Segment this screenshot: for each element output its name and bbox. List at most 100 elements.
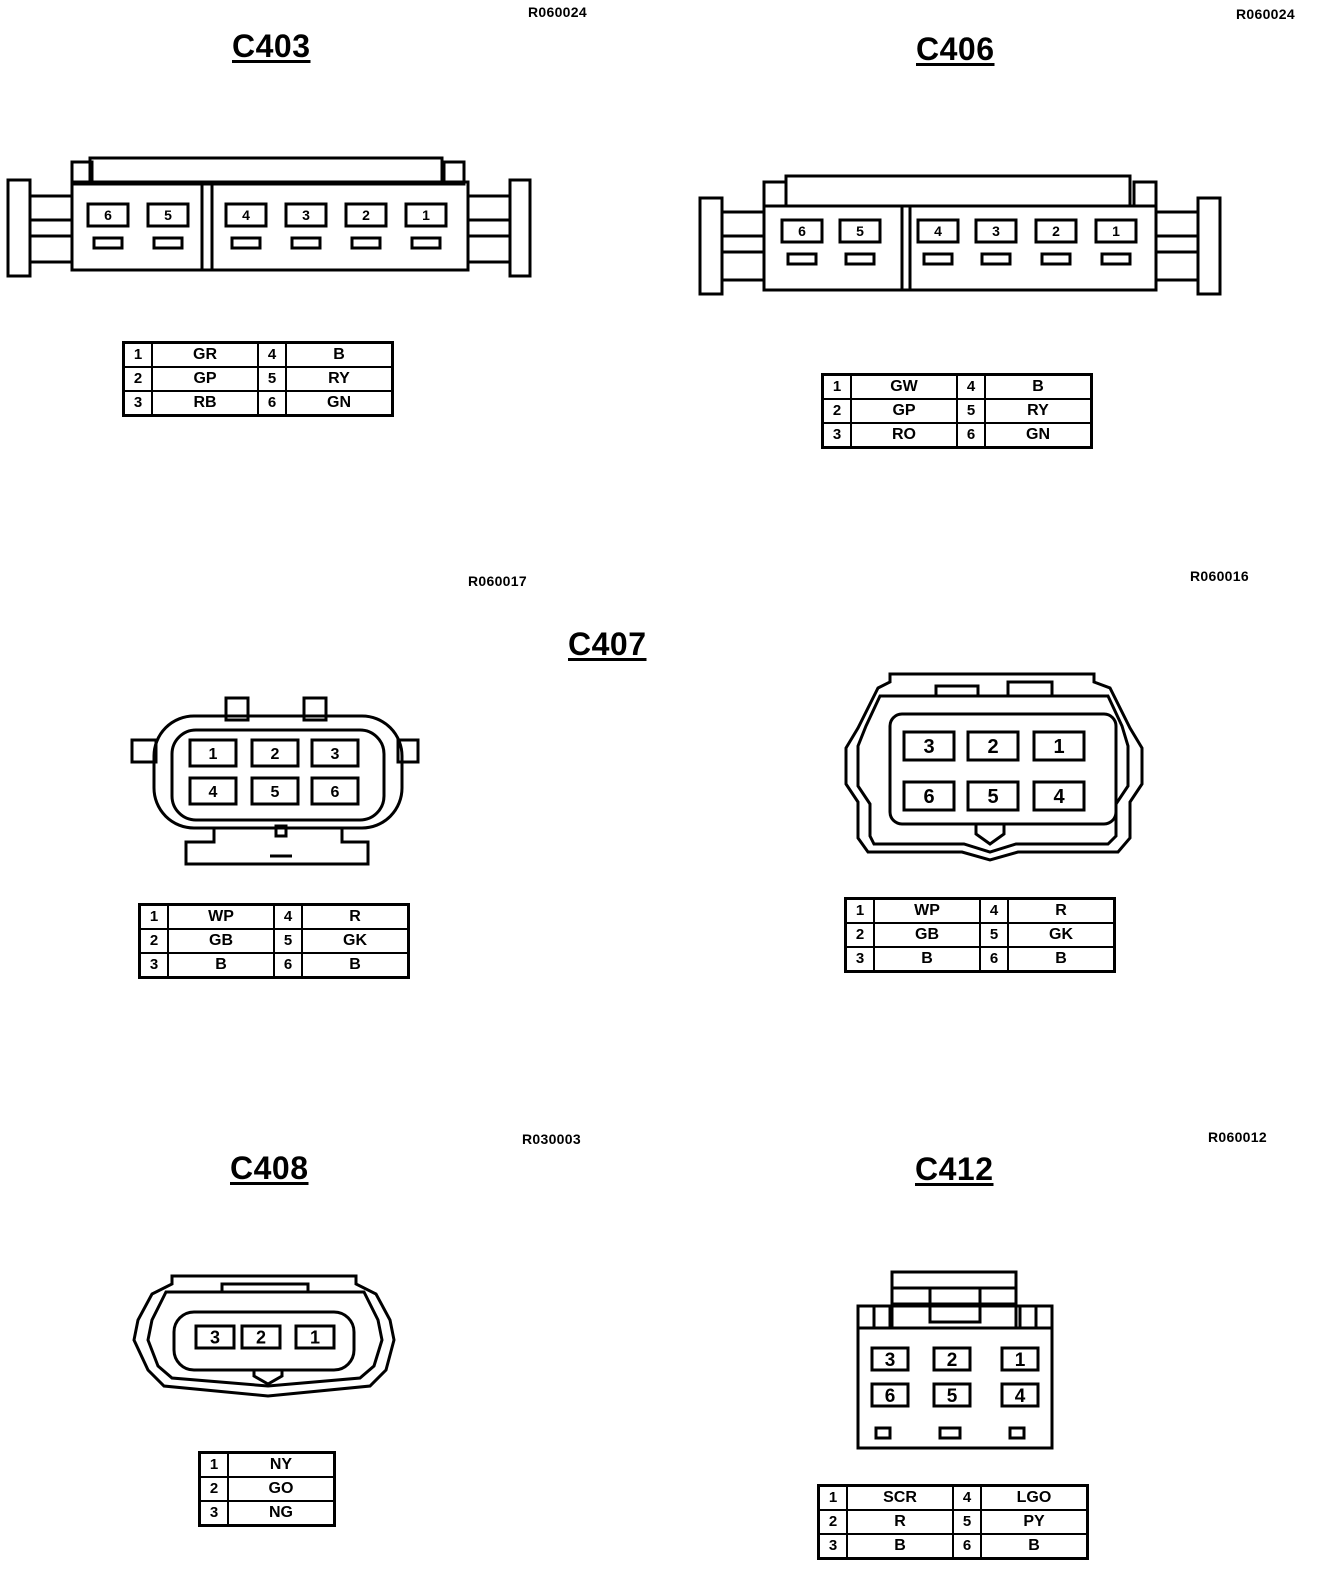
wire-color-cell: R: [1007, 897, 1116, 924]
pin-number-cell: 3: [122, 390, 153, 417]
wire-color-cell: NY: [227, 1451, 336, 1478]
wire-color-cell: LGO: [980, 1484, 1089, 1511]
pin-number-cell: 1: [821, 373, 852, 400]
pin-number-cell: 3: [844, 946, 875, 973]
pin-number: 3: [331, 746, 340, 763]
terminal-slot: [786, 252, 818, 266]
wire-color-cell: GK: [301, 928, 410, 954]
pin-number-cell: 5: [956, 398, 986, 424]
pin-cavity: 1: [1000, 1346, 1040, 1372]
wire-color-cell: B: [846, 1533, 954, 1560]
pin-cavity: 2: [240, 1324, 282, 1350]
pin-number: 3: [885, 1350, 896, 1371]
pin-number: 2: [947, 1350, 958, 1371]
connector-title-c408: C408: [230, 1150, 309, 1186]
pin-number-cell: 6: [952, 1533, 982, 1560]
pin-cavity: 6: [902, 780, 956, 812]
wire-color-cell: RY: [984, 398, 1093, 424]
pin-number: 5: [947, 1386, 958, 1407]
wire-color-cell: GR: [151, 341, 259, 368]
pin-cavity: 5: [146, 202, 190, 250]
terminal-slot: [92, 236, 124, 250]
wire-color-cell: NG: [227, 1500, 336, 1527]
pin-number-cell: 4: [952, 1484, 982, 1511]
wire-color-cell: GP: [151, 366, 259, 392]
pin-number: 4: [934, 223, 942, 239]
pin-number-cell: 6: [257, 390, 287, 417]
pin-number: 3: [923, 736, 934, 758]
ref-code: R030003: [522, 1131, 581, 1147]
pin-cavity: 4: [224, 202, 268, 250]
pin-number-cell: 1: [817, 1484, 848, 1511]
pin-number: 2: [256, 1327, 266, 1347]
pin-number: 5: [271, 784, 280, 801]
pin-cavity: 4: [188, 776, 238, 806]
pin-cavity: 2: [932, 1346, 972, 1372]
pin-number-cell: 4: [956, 373, 986, 400]
pin-number-cell: 4: [979, 897, 1009, 924]
pin-number: 6: [104, 207, 112, 223]
pin-cavity: 6: [86, 202, 130, 250]
terminal-slot: [410, 236, 442, 250]
wire-color-cell: GB: [873, 922, 981, 948]
pin-number: 4: [242, 207, 250, 223]
terminal-slot: [230, 236, 262, 250]
pin-cavity: 4: [1000, 1382, 1040, 1408]
wire-color-cell: GB: [167, 928, 275, 954]
pin-number: 1: [209, 746, 218, 763]
pin-number: 1: [1053, 736, 1064, 758]
pin-cavity: 4: [1032, 780, 1086, 812]
wire-color-cell: RO: [850, 422, 958, 449]
pin-cavity: 3: [284, 202, 328, 250]
pin-number-cell: 1: [844, 897, 875, 924]
wire-color-cell: GP: [850, 398, 958, 424]
wire-color-cell: B: [301, 952, 410, 979]
wire-color-cell: R: [846, 1509, 954, 1535]
pin-number-cell: 3: [198, 1500, 229, 1527]
wire-color-cell: WP: [167, 903, 275, 930]
wire-color-cell: B: [1007, 946, 1116, 973]
pin-cavity: 1: [404, 202, 448, 250]
wire-color-cell: PY: [980, 1509, 1089, 1535]
pin-number: 5: [856, 223, 864, 239]
pin-number: 3: [302, 207, 310, 223]
terminal-slot: [152, 236, 184, 250]
pin-cavity: 5: [250, 776, 300, 806]
ref-code: R060024: [1236, 6, 1295, 22]
pin-number-cell: 2: [844, 922, 875, 948]
terminal-slot: [1040, 252, 1072, 266]
ref-code: R060016: [1190, 568, 1249, 584]
connector-title-c406: C406: [916, 31, 995, 67]
pin-number: 4: [1053, 786, 1065, 808]
wire-color-cell: R: [301, 903, 410, 930]
ref-code: R060024: [528, 4, 587, 20]
pin-number-cell: 2: [122, 366, 153, 392]
wire-color-cell: SCR: [846, 1484, 954, 1511]
pin-number-cell: 5: [273, 928, 303, 954]
pin-number-cell: 2: [138, 928, 169, 954]
pin-number: 1: [1015, 1350, 1026, 1371]
pin-number-cell: 2: [198, 1476, 229, 1502]
connector-title-c407: C407: [568, 626, 647, 662]
pin-cavity: 2: [250, 738, 300, 768]
ref-code: R060012: [1208, 1129, 1267, 1145]
